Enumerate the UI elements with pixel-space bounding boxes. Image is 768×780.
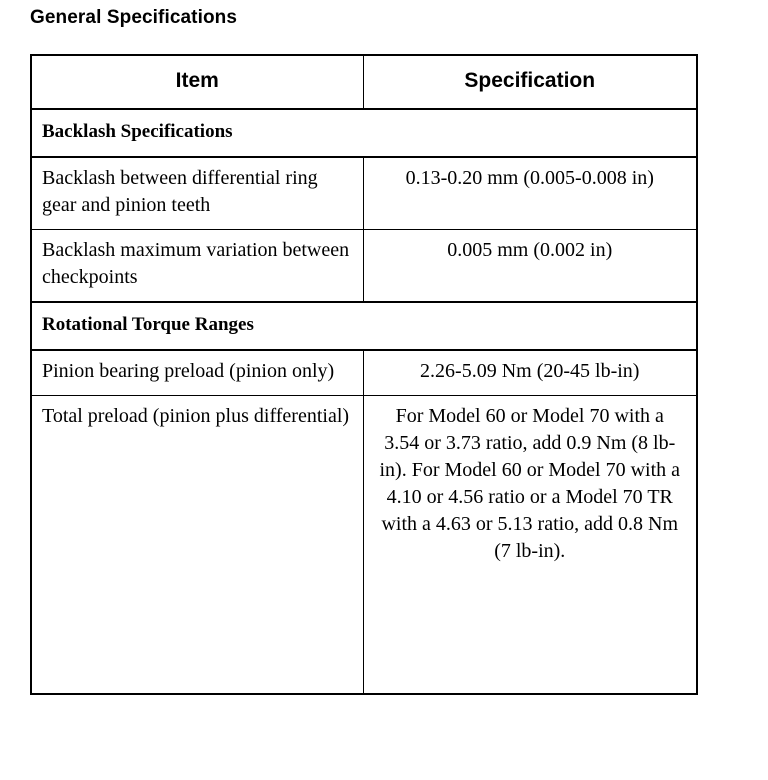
- general-specifications-table: Item Specification Backlash Specificatio…: [30, 54, 698, 695]
- table-row: Backlash between differential ring gear …: [31, 157, 697, 230]
- cell-specification: 0.13-0.20 mm (0.005-0.008 in): [362, 157, 697, 230]
- column-header-specification: Specification: [362, 55, 697, 110]
- section-heading-rotational-torque: Rotational Torque Ranges: [31, 301, 697, 351]
- section-heading-backlash: Backlash Specifications: [31, 108, 697, 158]
- column-header-item: Item: [31, 55, 364, 110]
- cell-item: Pinion bearing preload (pinion only): [31, 350, 364, 396]
- page-title: General Specifications: [30, 7, 238, 28]
- cell-item: Backlash maximum variation between check…: [31, 229, 364, 303]
- cell-specification: 0.005 mm (0.002 in): [362, 229, 697, 303]
- section-header-row-rotational-torque: Rotational Torque Ranges: [31, 301, 697, 351]
- table-row: Pinion bearing preload (pinion only) 2.2…: [31, 350, 697, 396]
- cell-specification: 2.26-5.09 Nm (20-45 lb-in): [362, 350, 697, 396]
- table-body: Backlash Specifications Backlash between…: [31, 108, 697, 694]
- cell-item: Backlash between differential ring gear …: [31, 157, 364, 230]
- section-header-row-backlash: Backlash Specifications: [31, 108, 697, 158]
- table-row: Backlash maximum variation between check…: [31, 229, 697, 303]
- cell-item: Total preload (pinion plus differential): [31, 395, 364, 694]
- table-row: Total preload (pinion plus differential)…: [31, 395, 697, 694]
- cell-specification: For Model 60 or Model 70 with a 3.54 or …: [362, 395, 697, 694]
- table-header: Item Specification: [31, 55, 697, 110]
- table-header-row: Item Specification: [31, 55, 697, 110]
